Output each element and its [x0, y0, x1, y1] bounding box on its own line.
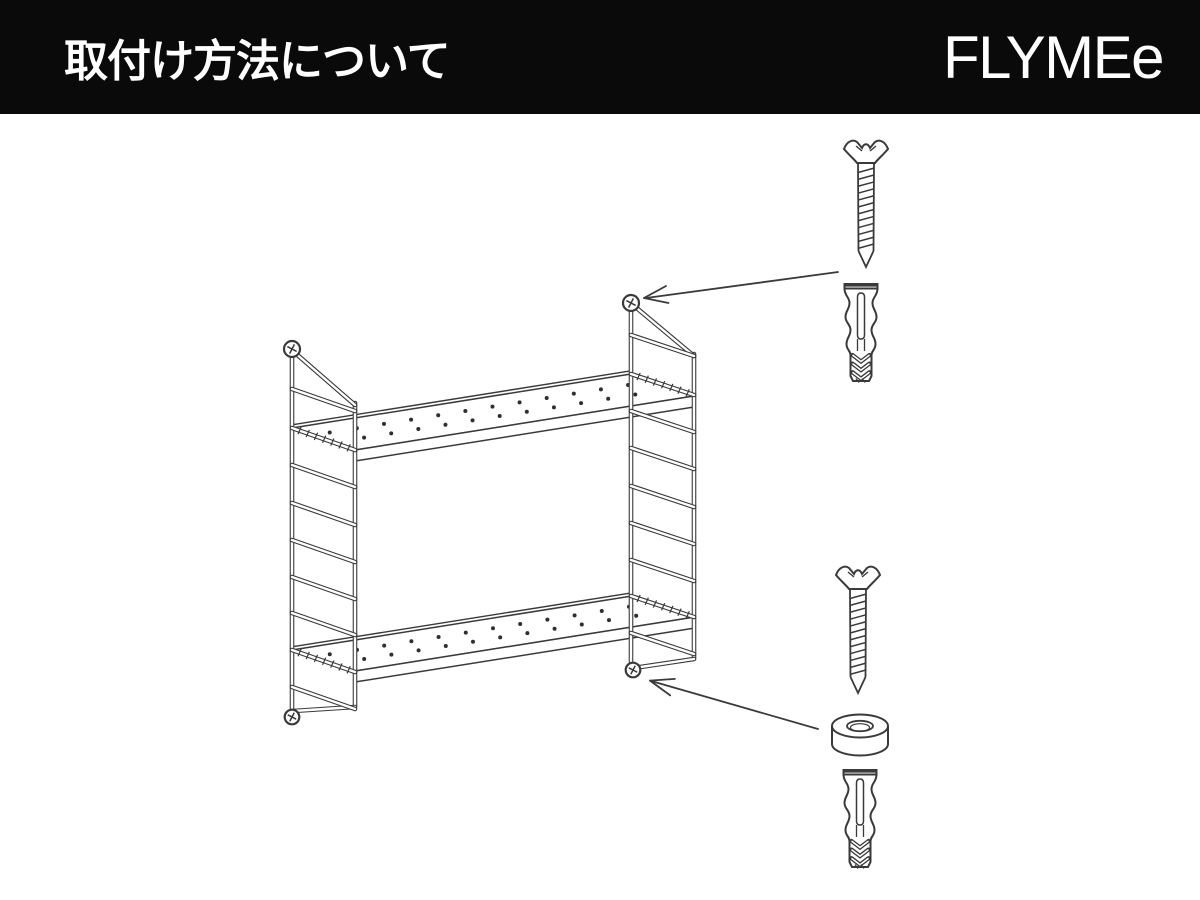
countersunk-screw-top-icon [843, 139, 889, 268]
arrow-to-bottom-mount-point [649, 678, 819, 730]
flymee-logo: FLYMEe [943, 23, 1164, 91]
spacer-ring-icon [831, 713, 889, 757]
countersunk-screw-bottom-icon [835, 565, 881, 694]
wall-anchor-plug-bottom-icon [844, 770, 877, 869]
right-ladder-side-panel [621, 293, 697, 679]
page-title: 取付け方法について [64, 37, 451, 86]
arrow-to-top-mount-point [643, 271, 839, 304]
wall-anchor-plug-top-icon [845, 284, 878, 383]
header-bar: 取付け方法について FLYMEe [0, 0, 1200, 114]
hardware-bottom-set [831, 565, 889, 869]
left-ladder-side-panel [282, 339, 358, 726]
hardware-top-set [843, 139, 889, 383]
